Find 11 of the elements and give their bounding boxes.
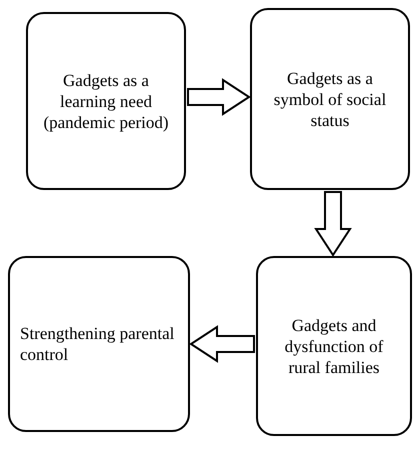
process-box xyxy=(256,256,412,436)
block-arrow xyxy=(314,191,352,257)
process-box xyxy=(26,12,186,190)
block-arrow xyxy=(187,78,251,116)
box-label: Strengthening parental control xyxy=(19,323,176,365)
process-box xyxy=(250,8,410,190)
box-label: Gadgets as a symbol of social status xyxy=(272,68,388,130)
block-arrow xyxy=(189,325,255,363)
process-box xyxy=(8,256,190,432)
box-label: Gadgets as a learning need (pandemic period) xyxy=(42,70,170,132)
box-label: Gadgets and dysfunction of rural families xyxy=(284,314,384,378)
